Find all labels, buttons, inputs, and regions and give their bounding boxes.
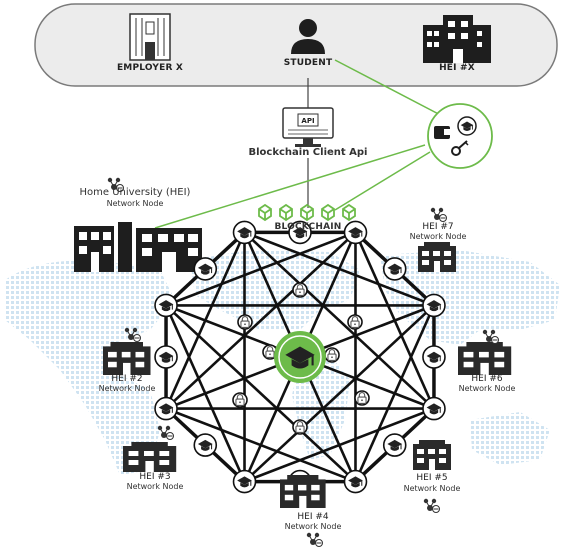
central-graduation-badge [274,331,326,383]
mesh-link [243,304,435,483]
hei7-title: HEI #7 [422,222,454,232]
mesh-link [165,407,356,483]
hei7-building-icon [418,242,456,272]
mesh-link [164,304,246,483]
graduation-cap-icon [154,293,178,318]
lock-icon [354,390,370,406]
student-user-icon [291,19,325,54]
hei4-building-icon [280,475,326,508]
graduation-cap-icon [422,293,446,318]
home-university-building-icon [74,222,202,272]
hei5-subtitle: Network Node [403,484,461,493]
graduation-cap-icon [343,220,368,245]
lock-icon [347,314,363,330]
hei3-building-icon [123,442,177,472]
graduation-cap-icon [288,220,312,245]
mesh-link [244,407,435,483]
hei3-subtitle: Network Node [126,482,184,491]
blockchain-label: BLOCKCHAIN [274,222,342,232]
graduation-cap-icon [232,469,257,494]
wallet-key-circle [427,103,493,169]
wallet-icon [434,126,450,139]
graduation-cap-icon [193,433,218,457]
hei-x-building-icon [423,15,491,63]
home-title: Home University (HEI) [79,187,191,198]
home-subtitle: Network Node [106,199,164,208]
graduation-cap-icon [422,345,446,369]
graduation-cap-icon [232,220,257,245]
lock-icon [292,419,308,435]
hei6-network-icon [482,329,499,344]
mesh-link [165,304,357,483]
api-screen-text: API [301,117,315,125]
wallet-to-blockchain-line [334,151,431,211]
hei2-title: HEI #2 [111,374,143,384]
graduation-cap-icon [382,433,407,457]
graduation-cap-icon [154,396,178,421]
student-to-wallet-line [334,59,451,121]
hei3-title: HEI #3 [139,472,171,482]
wallet-to-home-line [154,144,426,229]
lock-icon [232,392,248,408]
hei6-building-icon [458,342,512,375]
graduation-cap-icon [154,345,178,369]
student-label: STUDENT [283,58,333,68]
lock-icon [292,282,308,298]
graduation-cap-icon [343,469,368,494]
hei4-subtitle: Network Node [284,522,342,531]
graduation-cap-icon [193,257,218,281]
hei2-subtitle: Network Node [98,384,156,393]
employer-building-icon [129,13,171,61]
hei6-title: HEI #6 [471,374,503,384]
hei5-building-icon [413,440,451,470]
hei7-subtitle: Network Node [409,232,467,241]
graduation-cap-icon [382,257,407,281]
api-computer-icon [282,107,334,147]
hei2-building-icon [103,342,151,375]
api-label: Blockchain Client Api [248,147,368,158]
hei-x-label: HEI #X [439,63,475,73]
hei6-subtitle: Network Node [458,384,516,393]
mesh-link [165,231,356,307]
employer-label: EMPLOYER X [116,63,184,73]
lock-icon [324,347,340,363]
hei5-title: HEI #5 [416,473,448,483]
hei4-title: HEI #4 [297,512,329,522]
lock-icon [237,314,253,330]
graduation-cap-icon [422,396,446,421]
blockchain-cubes [258,203,356,222]
hei7-network-icon [430,207,447,222]
graduation-cap-icon [457,116,477,136]
hei4-network-icon [306,532,323,547]
hei3-network-icon [157,425,174,440]
key-icon [451,140,469,156]
hei5-network-icon [423,498,440,513]
